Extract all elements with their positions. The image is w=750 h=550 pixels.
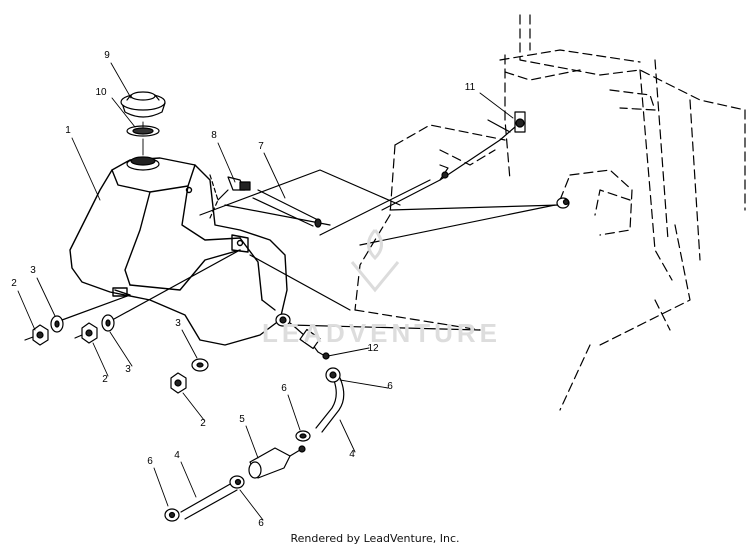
callout-c4b: 4 <box>349 449 355 460</box>
callout-c12: 12 <box>367 343 379 354</box>
nut-washer-left <box>24 294 131 346</box>
callout-c3c: 3 <box>175 318 181 329</box>
callout-c10: 10 <box>95 87 107 98</box>
callout-c6a: 6 <box>147 456 153 467</box>
callout-c2a: 2 <box>11 278 17 289</box>
watermark-logo <box>350 229 400 293</box>
fuel-cap <box>120 91 166 171</box>
callout-c1: 1 <box>65 125 71 136</box>
outlet-valve <box>275 313 330 360</box>
fuel-line-lower <box>164 475 245 522</box>
fuel-line-upper <box>295 367 345 442</box>
callout-c2b: 2 <box>102 374 108 385</box>
fuel-filter <box>248 445 306 479</box>
callout-c9: 9 <box>104 50 110 61</box>
callout-c6b: 6 <box>258 518 264 529</box>
nut-washer-center <box>74 249 241 344</box>
watermark-text: LEADVENTURE <box>262 318 502 348</box>
callout-leaders <box>17 62 514 521</box>
callout-c6c: 6 <box>281 383 287 394</box>
vent-fitting-and-hose <box>209 174 322 228</box>
callout-c8: 8 <box>211 130 217 141</box>
callout-c3a: 3 <box>30 265 36 276</box>
nut-washer-lower <box>170 358 209 394</box>
callout-c4a: 4 <box>174 450 180 461</box>
callout-c5: 5 <box>239 414 245 425</box>
callout-c6d: 6 <box>387 381 393 392</box>
frame-outline <box>354 14 746 411</box>
callout-c3b: 3 <box>125 364 131 375</box>
throttle-rod <box>381 111 526 211</box>
callout-c11: 11 <box>465 82 476 93</box>
right-fitting <box>359 197 570 246</box>
fuel-tank <box>69 157 288 346</box>
credit-line: Rendered by LeadVenture, Inc. <box>290 532 460 545</box>
callout-c7: 7 <box>258 141 264 152</box>
callout-c2c: 2 <box>200 418 206 429</box>
frame-wires <box>199 169 561 331</box>
